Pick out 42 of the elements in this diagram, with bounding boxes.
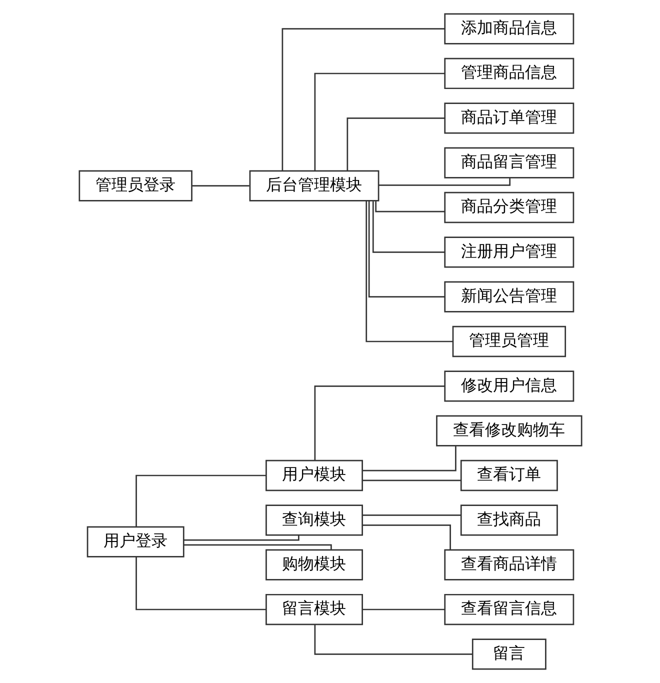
connector (314, 386, 444, 460)
connector (378, 178, 510, 186)
node-box: 留言模块 (265, 594, 362, 626)
node-box: 留言 (471, 638, 546, 670)
node-box: 添加商品信息 (444, 13, 574, 44)
connector (362, 480, 460, 482)
node-box: 后台管理模块 (248, 170, 379, 202)
node-box: 查看留言信息 (444, 594, 574, 626)
connector (368, 200, 444, 298)
connector (183, 544, 332, 550)
connector (135, 474, 266, 526)
node-box: 查看商品详情 (444, 549, 574, 580)
node-box: 注册用户管理 (444, 236, 574, 268)
connector (372, 201, 444, 253)
node-box: 商品留言管理 (444, 147, 574, 178)
connector (362, 608, 444, 610)
connector (135, 556, 266, 610)
connector (183, 535, 299, 541)
node-box: 修改用户信息 (444, 370, 574, 402)
connector (192, 185, 249, 187)
node-box: 购物模块 (265, 549, 362, 580)
connector (346, 117, 444, 171)
connector (362, 446, 456, 472)
node-box: 商品订单管理 (444, 102, 574, 134)
node-box: 查询模块 (265, 504, 362, 536)
connector (314, 624, 472, 655)
connector (374, 201, 444, 212)
connector (362, 524, 450, 550)
node-box: 新闻公告管理 (444, 281, 574, 312)
node-box: 商品分类管理 (444, 192, 574, 224)
connector (281, 28, 444, 171)
node-box: 查看修改购物车 (436, 415, 582, 446)
node-box: 查找商品 (460, 504, 558, 536)
node-box: 管理商品信息 (444, 58, 574, 90)
connector (314, 72, 444, 171)
node-box: 管理员登录 (78, 170, 192, 202)
node-box: 用户模块 (265, 460, 362, 492)
node-box: 用户登录 (86, 526, 184, 558)
node-box: 查看订单 (460, 460, 558, 492)
node-box: 管理员管理 (452, 326, 566, 358)
connector (365, 200, 452, 342)
connector (362, 514, 460, 516)
